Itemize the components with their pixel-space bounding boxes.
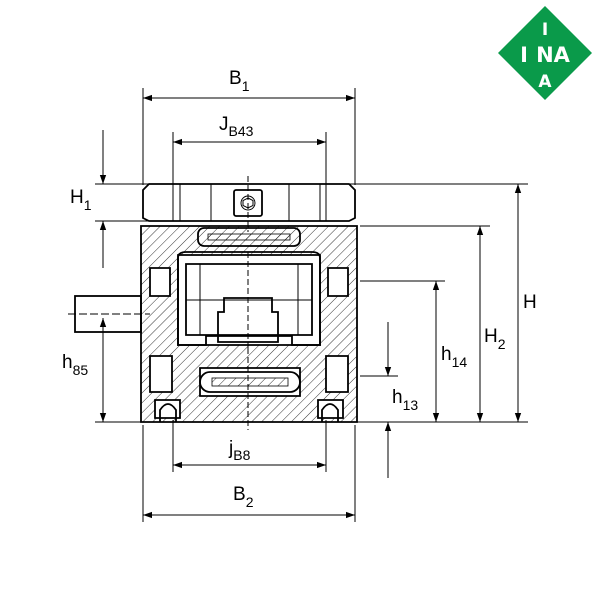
profile-housing [140, 225, 358, 423]
carriage [142, 176, 356, 232]
logo-letters-middle: NA [536, 43, 571, 67]
label-h: H [523, 292, 537, 313]
dimension-lines [99, 94, 522, 519]
ina-logo: I NA I A [498, 6, 592, 100]
label-h85: h85 [62, 352, 88, 378]
inner-cavity [177, 251, 321, 346]
bottom-slot-right [321, 403, 339, 422]
logo-letter-bottom: A [538, 72, 552, 92]
logo-letter-i-middle: I [520, 43, 528, 67]
label-jb43: JB43 [219, 114, 254, 139]
slide-block [185, 263, 313, 336]
label-h14: h14 [441, 344, 467, 370]
drive-shaft [68, 295, 150, 333]
label-b1: B1 [229, 68, 250, 94]
label-h2: H2 [484, 326, 506, 352]
label-h1: H1 [70, 187, 92, 213]
bottom-pad [199, 371, 301, 393]
bottom-slot-left [159, 403, 177, 422]
label-h13: h13 [392, 387, 418, 413]
label-b2: B2 [233, 484, 254, 510]
logo-diamond [498, 6, 592, 100]
logo-letter-top: I [542, 20, 548, 40]
dimension-labels: B1 JB43 H1 h85 H H2 h14 h13 jB8 B2 [62, 68, 537, 510]
top-seal [197, 227, 301, 247]
label-jb8: jB8 [228, 438, 251, 463]
guide-rail [217, 297, 279, 343]
